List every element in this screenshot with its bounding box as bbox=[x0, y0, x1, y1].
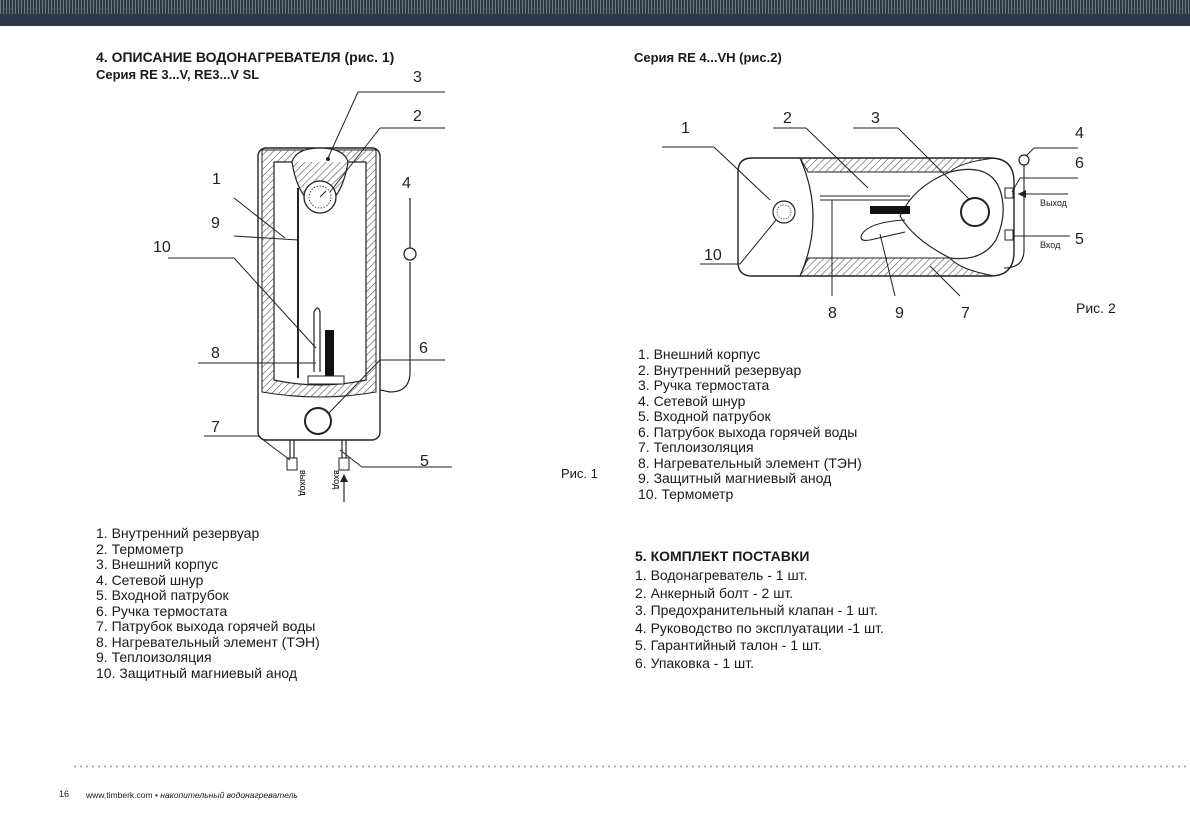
heating-element bbox=[870, 206, 910, 214]
supply-item: 4. Руководство по эксплуатации -1 шт. bbox=[635, 619, 884, 636]
supply-item: 2. Анкерный болт - 2 шт. bbox=[635, 584, 794, 601]
figure-1-diagram: выход вход 1 2 3 4 5 6 7 8 9 10 bbox=[153, 69, 452, 502]
legend-item: 3. Ручка термостата bbox=[638, 377, 770, 393]
figure-2-caption: Рис. 2 bbox=[1076, 300, 1116, 316]
legend-item: 8. Нагревательный элемент (ТЭН) bbox=[638, 454, 862, 471]
pipe-out-label: Выход bbox=[1040, 198, 1068, 208]
legend-item: 6. Патрубок выхода горячей воды bbox=[638, 423, 858, 440]
fig2-callout-6: 6 bbox=[1075, 155, 1084, 172]
section-5-heading: 5. КОМПЛЕКТ ПОСТАВКИ bbox=[635, 548, 810, 564]
footer-separator: • bbox=[152, 790, 161, 800]
legend-item: 5. Входной патрубок bbox=[638, 408, 771, 424]
legend-item: 10. Защитный магниевый анод bbox=[96, 664, 298, 681]
legend-item: 10. Термометр bbox=[638, 485, 734, 502]
legend-item: 7. Патрубок выхода горячей воды bbox=[96, 618, 316, 634]
footer-text: www.timberk.com • накопительный водонагр… bbox=[86, 790, 298, 800]
fig1-callout-2: 2 bbox=[413, 108, 422, 125]
supply-item: 5. Гарантийный талон - 1 шт. bbox=[635, 637, 822, 653]
thermostat-knob bbox=[304, 407, 332, 435]
pipe-in-label: Вход bbox=[1040, 240, 1061, 250]
figure-2-legend: 1. Внешний корпус 2. Внутренний резервуа… bbox=[638, 346, 862, 502]
page-number: 16 bbox=[59, 789, 70, 799]
legend-item: 6. Ручка термостата bbox=[96, 602, 228, 619]
power-cord bbox=[1003, 165, 1025, 269]
fig2-callout-5: 5 bbox=[1075, 231, 1084, 248]
fig1-callout-10: 10 bbox=[153, 239, 171, 256]
footer-site-link[interactable]: www.timberk.com bbox=[86, 790, 153, 800]
footer-divider bbox=[72, 765, 1190, 768]
legend-item: 3. Внешний корпус bbox=[96, 556, 219, 572]
fig1-callout-3: 3 bbox=[413, 69, 422, 86]
fig2-callout-1: 1 bbox=[681, 120, 690, 137]
legend-item: 9. Теплоизоляция bbox=[96, 649, 212, 665]
pipe-out-label: выход bbox=[298, 470, 308, 496]
supply-item: 6. Упаковка - 1 шт. bbox=[635, 654, 755, 671]
heating-element bbox=[325, 330, 334, 378]
fig1-callout-4: 4 bbox=[402, 175, 411, 192]
fig2-callout-2: 2 bbox=[783, 110, 792, 127]
fig1-callout-6: 6 bbox=[419, 340, 428, 357]
fig1-callout-5: 5 bbox=[420, 453, 429, 470]
supply-list: 1. Водонагреватель - 1 шт. 2. Анкерный б… bbox=[635, 567, 884, 672]
fig1-callout-8: 8 bbox=[211, 345, 220, 362]
thermometer-dial bbox=[772, 200, 796, 224]
figure-1-caption: Рис. 1 bbox=[561, 466, 598, 481]
figure-2-diagram: Выход Вход 1 2 3 4 5 6 7 8 9 10 bbox=[662, 110, 1084, 322]
fig2-callout-8: 8 bbox=[828, 305, 837, 322]
series-v-subheading: Серия RE 3...V, RE3...V SL bbox=[96, 67, 260, 82]
legend-item: 9. Защитный магниевый анод bbox=[638, 470, 832, 486]
legend-item: 2. Внутренний резервуар bbox=[638, 361, 802, 378]
figure-1-legend: 1. Внутренний резервуар 2. Термометр 3. … bbox=[96, 525, 320, 681]
fig1-callout-1: 1 bbox=[212, 171, 221, 188]
footer-product: накопительный водонагреватель bbox=[160, 790, 298, 800]
fig2-callout-10: 10 bbox=[704, 247, 722, 264]
fig2-callout-4: 4 bbox=[1075, 125, 1084, 142]
fig1-callout-7: 7 bbox=[211, 419, 220, 436]
legend-item: 1. Внешний корпус bbox=[638, 346, 761, 362]
legend-item: 1. Внутренний резервуар bbox=[96, 525, 260, 541]
fig1-callout-9: 9 bbox=[211, 215, 220, 232]
legend-item: 2. Термометр bbox=[96, 540, 184, 557]
series-vh-subheading: Серия RE 4...VH (рис.2) bbox=[634, 50, 782, 65]
supply-item: 3. Предохранительный клапан - 1 шт. bbox=[635, 602, 878, 618]
legend-item: 4. Сетевой шнур bbox=[96, 571, 204, 588]
section-4-heading: 4. ОПИСАНИЕ ВОДОНАГРЕВАТЕЛЯ (рис. 1) bbox=[96, 49, 395, 65]
legend-item: 8. Нагревательный элемент (ТЭН) bbox=[96, 633, 320, 650]
thermostat-knob bbox=[960, 197, 990, 227]
supply-item: 1. Водонагреватель - 1 шт. bbox=[635, 567, 808, 583]
legend-item: 5. Входной патрубок bbox=[96, 587, 229, 603]
pipe-in-label: вход bbox=[332, 470, 342, 490]
legend-item: 7. Теплоизоляция bbox=[638, 439, 754, 455]
fig2-callout-9: 9 bbox=[895, 305, 904, 322]
header-bar bbox=[0, 0, 1190, 26]
legend-item: 4. Сетевой шнур bbox=[638, 392, 746, 409]
fig2-callout-7: 7 bbox=[961, 305, 970, 322]
fig2-callout-3: 3 bbox=[871, 110, 880, 127]
power-cord bbox=[379, 198, 411, 393]
